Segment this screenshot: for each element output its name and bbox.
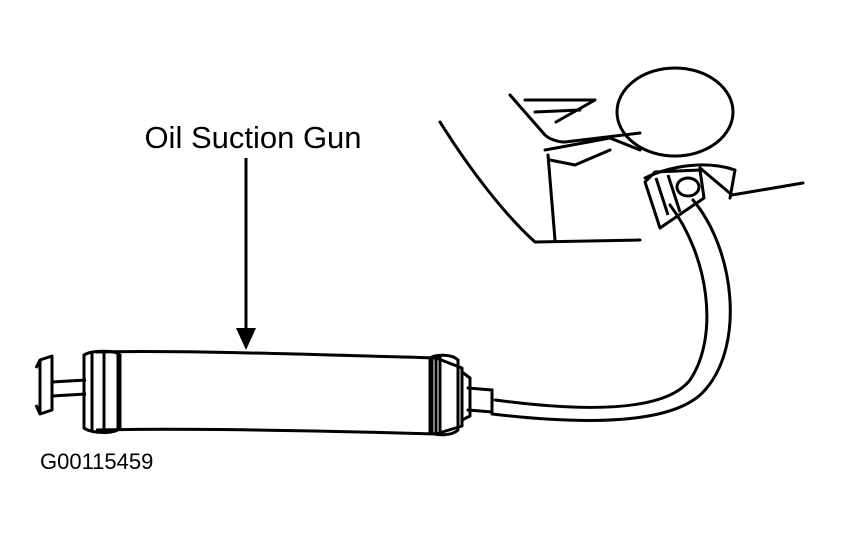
gun-body — [95, 350, 472, 436]
pointer-arrow — [236, 158, 256, 350]
plunger-t-handle — [34, 354, 87, 416]
engine-oil-pan-outline — [438, 66, 805, 244]
figure-id: G00115459 — [40, 449, 153, 474]
front-end-cap — [428, 353, 460, 437]
drain-fitting — [643, 168, 706, 230]
suction-hose — [466, 198, 732, 422]
rear-end-cap — [82, 349, 122, 434]
oil-suction-gun-label: Oil Suction Gun — [144, 120, 361, 155]
